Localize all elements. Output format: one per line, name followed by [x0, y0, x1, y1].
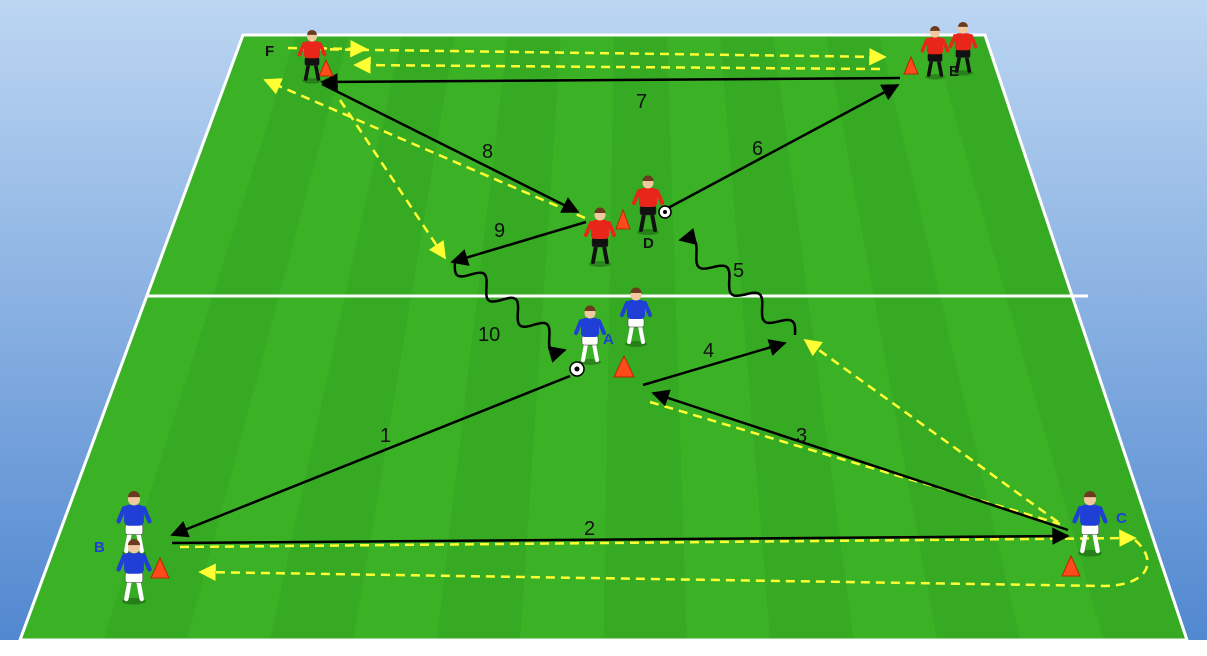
step-label-2: 2 [584, 518, 595, 540]
white-margin [0, 640, 1207, 656]
ball-patch-a [575, 367, 580, 372]
step-label-4: 4 [703, 340, 714, 362]
label-b: B [94, 539, 105, 556]
step-label-7: 7 [636, 91, 647, 113]
label-e: E [949, 63, 959, 80]
step-label-1: 1 [380, 425, 391, 447]
step-label-9: 9 [494, 220, 505, 242]
label-a: A [603, 331, 614, 348]
label-d: D [643, 235, 654, 252]
label-f: F [265, 43, 274, 60]
label-c: C [1116, 510, 1127, 527]
step-label-5: 5 [733, 260, 744, 282]
step-label-10: 10 [478, 324, 500, 346]
step-label-3: 3 [796, 425, 807, 447]
step-label-6: 6 [752, 138, 763, 160]
step-label-8: 8 [482, 141, 493, 163]
ball-patch-d [663, 210, 667, 214]
